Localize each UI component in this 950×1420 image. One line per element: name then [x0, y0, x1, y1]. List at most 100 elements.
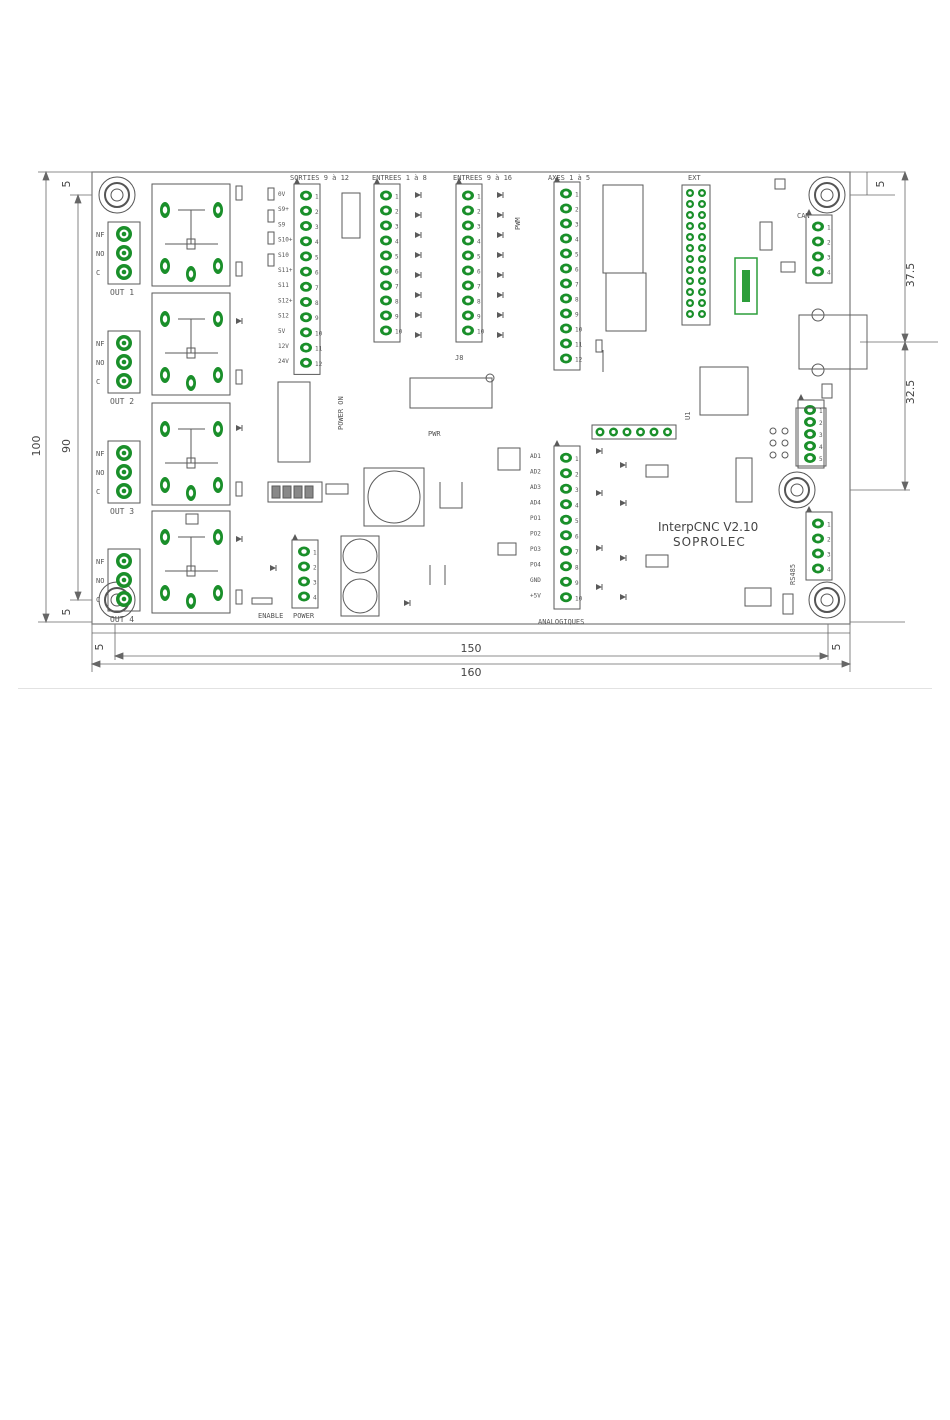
terminal-label: C [96, 488, 100, 496]
terminal-label: NO [96, 250, 104, 258]
pin1-marker [554, 440, 560, 446]
pad-hole [807, 431, 813, 437]
sorties-pin-label: S9+ [278, 206, 289, 213]
pad-hole [465, 268, 471, 273]
diode-symbol [620, 462, 626, 468]
pad-hole [563, 564, 569, 569]
pad-hole [815, 224, 821, 229]
terminal-core [121, 596, 127, 602]
terminal-core [121, 250, 127, 256]
terminal-core [121, 488, 127, 494]
ext-hole [700, 213, 704, 217]
pad-hole [301, 579, 307, 584]
pin-number: 5 [395, 254, 399, 261]
pad-hole [563, 326, 569, 331]
pin-number: 2 [827, 537, 831, 544]
pin-number: 12 [575, 357, 583, 364]
pad-hole [383, 253, 389, 258]
pad-hole [563, 311, 569, 316]
mounting-holes [98, 176, 846, 619]
pad-hole [303, 330, 309, 335]
pad-hole [215, 206, 221, 214]
label-rs485: RS485 [789, 564, 797, 585]
hheader-housing [591, 424, 677, 440]
terminal-housing [553, 181, 581, 371]
pin-number: 9 [395, 314, 399, 321]
pin-number: 1 [827, 522, 831, 529]
terminal-label: NF [96, 450, 104, 458]
diode-symbol [596, 584, 602, 590]
pad-hole [303, 345, 309, 350]
pad-hole [815, 254, 821, 259]
pin-number: 4 [819, 444, 823, 451]
pin-number: 3 [827, 552, 831, 559]
pin-number: 7 [575, 282, 579, 289]
pin-number: 3 [315, 224, 319, 231]
relay-terminal [107, 440, 141, 504]
pin-number: 4 [395, 239, 399, 246]
pad-hole [563, 455, 569, 460]
dim-right-lower: 32.5 [904, 380, 917, 405]
hheader-hole [598, 430, 602, 434]
header-sorties: SORTIES 9 à 12 [290, 174, 349, 182]
pad-hole [188, 270, 194, 278]
pad-hole [563, 251, 569, 256]
terminal-label: NO [96, 577, 104, 585]
terminal-housing [373, 183, 401, 343]
mounting-hole [808, 581, 846, 619]
pin-number: 5 [819, 456, 823, 463]
pin-number: 3 [395, 224, 399, 231]
pad-hole [563, 548, 569, 553]
diode-symbol [415, 252, 421, 258]
pin-number: 8 [315, 300, 319, 307]
ext-hole [688, 290, 692, 294]
pin-number: 11 [575, 342, 583, 349]
pad-hole [465, 253, 471, 258]
label-j8: J8 [455, 354, 463, 362]
diode-symbol [620, 555, 626, 561]
dim-margin-bottom: 5 [60, 609, 73, 616]
ext-hole [688, 279, 692, 283]
label-power-conn: POWER [293, 612, 315, 620]
pad-hole [815, 536, 821, 541]
pin-number: 10 [477, 329, 485, 336]
pad-hole [215, 481, 221, 489]
pin-number: 2 [477, 209, 481, 216]
diode-symbol [415, 272, 421, 278]
diode-symbol [415, 192, 421, 198]
analog-pin-label: PO4 [530, 562, 541, 569]
power-on-label: POWER ON [337, 396, 345, 430]
ext-hole [688, 301, 692, 305]
label-u1: U1 [684, 412, 692, 420]
pin-number: 4 [575, 502, 579, 509]
pin-number: 4 [313, 595, 317, 602]
terminal-core [121, 469, 127, 475]
pin-number: 9 [315, 315, 319, 322]
diode-symbol [404, 600, 410, 606]
mounting-hole [778, 471, 816, 509]
pad-hole [465, 208, 471, 213]
hheader-hole [611, 430, 616, 434]
pad-hole [383, 238, 389, 243]
pin-number: 10 [575, 327, 583, 334]
pin-number: 10 [395, 329, 403, 336]
pin1-marker [374, 178, 380, 184]
branding: InterpCNC V2.10 SOPROLEC POWER ON [337, 396, 758, 549]
label-enable: ENABLE [258, 612, 283, 620]
analog-pin-label: AD4 [530, 500, 541, 507]
pad-hole [303, 360, 309, 366]
dim-margin-top-right: 5 [874, 181, 887, 188]
pin-number: 4 [827, 567, 831, 574]
hheader-hole [652, 430, 656, 434]
header-entrees-1-8: ENTREES 1 à 8 [372, 174, 427, 182]
sorties-pin-label: 5V [278, 328, 286, 335]
sorties-pin-label: 0V [278, 191, 286, 198]
label-pwm: PWM [514, 217, 522, 230]
terminal-blocks: 1234567891011121234567891012345678910123… [278, 176, 833, 610]
pin-number: 6 [575, 533, 579, 540]
pad-hole [465, 238, 471, 243]
ext-hole [688, 213, 692, 217]
